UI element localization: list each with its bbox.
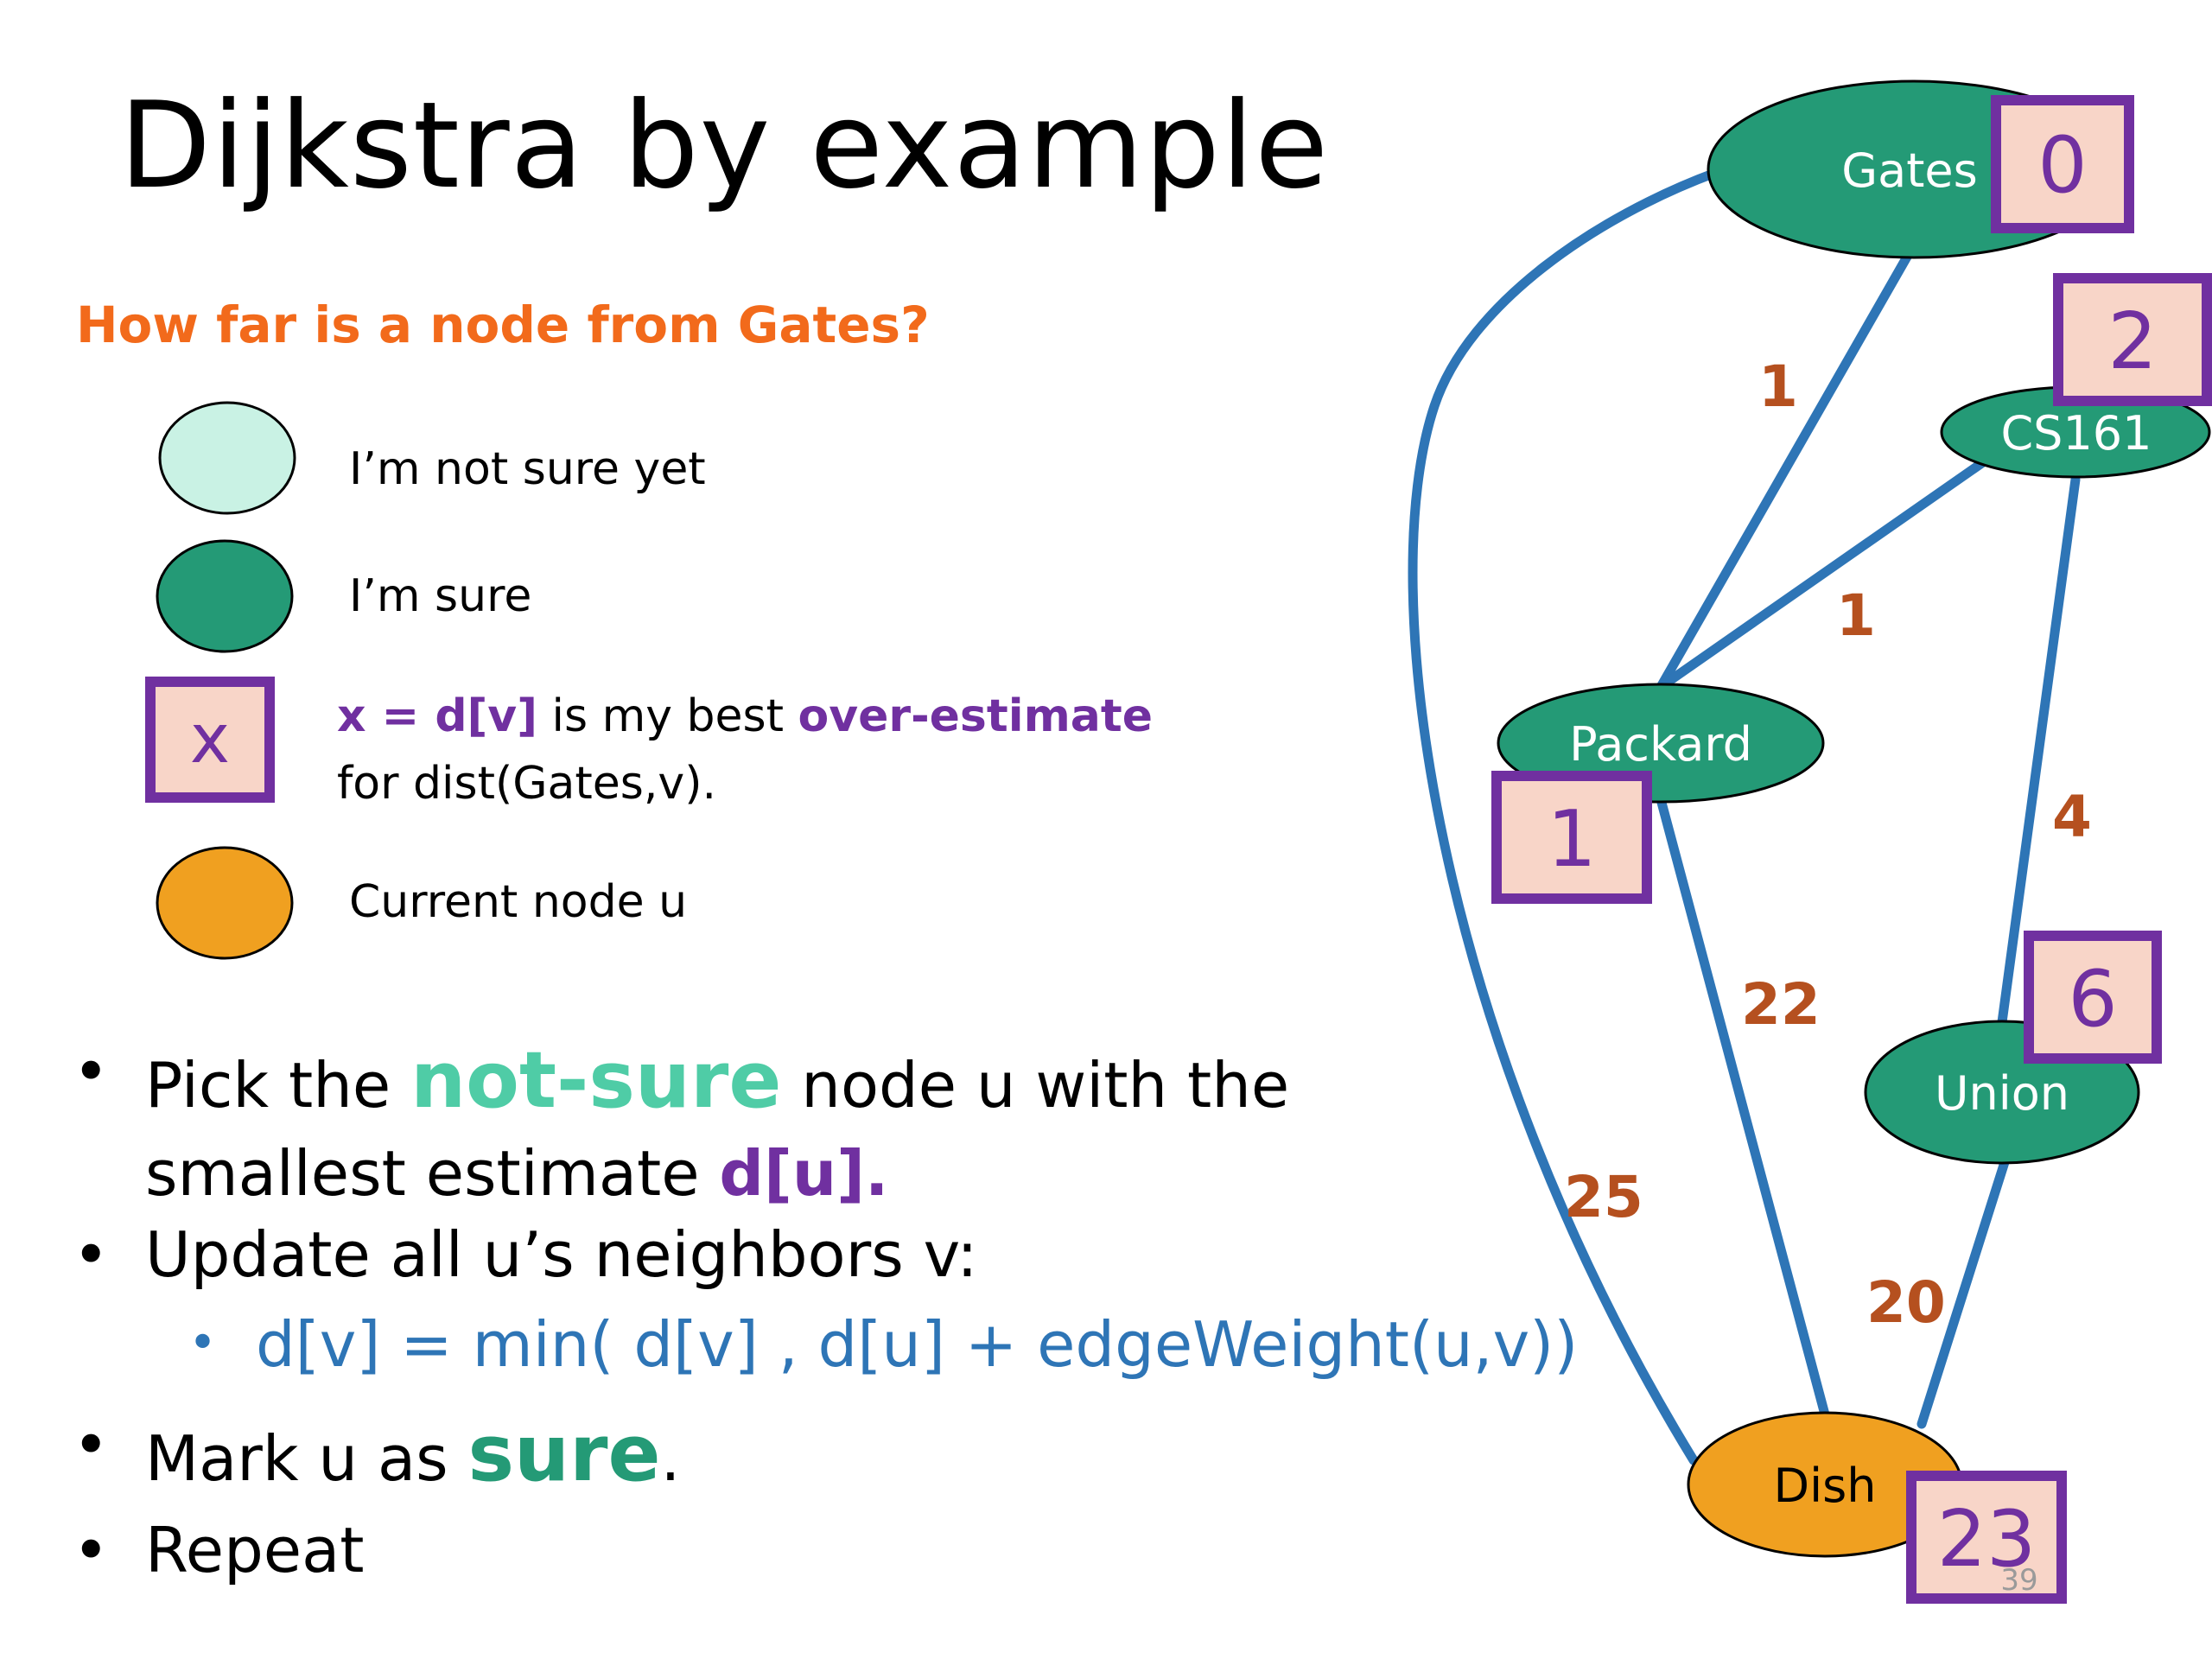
bullet-dot: •: [73, 1408, 110, 1481]
weight-gates-packard: 1: [1758, 353, 1798, 420]
bullet-pick-line2-text: smallest estimate: [145, 1137, 720, 1210]
edge-union-dish: [1916, 1157, 2010, 1429]
edge-gates-dish: [1408, 168, 1720, 1465]
sub-bullet-update-rule: • d[v] = min( d[v] , d[u] + edgeWeight(u…: [188, 1308, 1579, 1381]
weight-gates-dish: 25: [1564, 1164, 1643, 1230]
estimate-union: 6: [2068, 954, 2117, 1045]
estimate-packard: 1: [1547, 794, 1596, 885]
estimate-box-dish: [1906, 1471, 2067, 1604]
legend-estimate-box: x: [145, 677, 275, 803]
legend-current-label: Current node u: [349, 876, 688, 928]
node-label-gates: Gates: [1841, 143, 1977, 198]
bullet-pick-text-a: Pick the: [145, 1049, 411, 1122]
legend-estimate-line-2: for dist(Gates,v).: [337, 758, 717, 810]
bullet-repeat: • Repeat: [73, 1514, 365, 1586]
sub-bullet-update-rule-text: d[v] = min( d[v] , d[u] + edgeWeight(u,v…: [256, 1308, 1579, 1381]
not-sure-legend-node: [158, 401, 296, 515]
bullet-pick-text-c: node u with the: [781, 1049, 1290, 1122]
bullet-pick-du: d[u].: [719, 1137, 889, 1210]
bullet-dot: •: [73, 1514, 110, 1586]
legend-estimate-text: x = d[v] is my best over-estimate for di…: [337, 683, 1153, 817]
bullet-pick: • Pick the not-sure node u with the: [73, 1035, 1290, 1126]
legend-estimate-overestimate: over-estimate: [798, 690, 1153, 742]
edge-cs161-packard: [1656, 457, 1988, 692]
sub-bullet-dot: •: [188, 1315, 218, 1371]
bullet-repeat-text: Repeat: [145, 1514, 365, 1586]
node-label-dish: Dish: [1774, 1459, 1877, 1513]
legend-sure-label: I’m sure: [349, 570, 532, 622]
weight-union-dish: 20: [1866, 1269, 1946, 1336]
slide-number: 39: [2000, 1563, 2037, 1598]
estimate-box-union: [2024, 931, 2162, 1064]
weight-cs161-packard: 1: [1836, 582, 1876, 649]
estimate-box-cs161: [2053, 273, 2212, 406]
estimate-gates: 0: [2037, 120, 2087, 211]
bullet-dot: •: [73, 1035, 110, 1108]
estimate-box-gates: [1991, 95, 2134, 233]
node-label-cs161: CS161: [2000, 406, 2152, 461]
weight-cs161-union: 4: [2052, 784, 2092, 850]
bullet-mark: • Mark u as sure.: [73, 1408, 681, 1499]
bullet-mark-text-a: Mark u as: [145, 1422, 468, 1495]
edge-cs161-union: [1997, 474, 2081, 1027]
legend-estimate-formula: x = d[v]: [337, 690, 537, 742]
estimate-box-packard: [1491, 771, 1652, 904]
bullet-pick-line-2: smallest estimate d[u].: [145, 1137, 888, 1210]
legend-estimate-middle: is my best: [537, 690, 798, 742]
legend-estimate-line-1: x = d[v] is my best over-estimate: [337, 683, 1153, 750]
bullet-pick-not-sure: not-sure: [410, 1035, 782, 1126]
bullet-mark-text-c: .: [660, 1422, 681, 1495]
estimate-cs161: 2: [2107, 296, 2157, 387]
sure-legend-node: [156, 539, 294, 653]
legend-not-sure-label: I’m not sure yet: [349, 443, 706, 495]
bullet-update: • Update all u’s neighbors v:: [73, 1218, 978, 1291]
current-legend-node: [156, 846, 294, 960]
node-label-packard: Packard: [1569, 717, 1752, 772]
slide-title: Dijkstra by example: [119, 76, 1330, 215]
bullet-update-text: Update all u’s neighbors v:: [145, 1218, 978, 1291]
bullet-mark-sure: sure: [467, 1408, 661, 1499]
estimate-dish: 23: [1937, 1494, 2037, 1585]
edge-gates-packard: [1656, 247, 1915, 692]
question-heading: How far is a node from Gates?: [76, 296, 930, 354]
edge-packard-dish: [1656, 794, 1830, 1420]
bullet-dot: •: [73, 1218, 110, 1291]
weight-packard-dish: 22: [1741, 971, 1821, 1038]
node-label-union: Union: [1935, 1066, 2069, 1121]
